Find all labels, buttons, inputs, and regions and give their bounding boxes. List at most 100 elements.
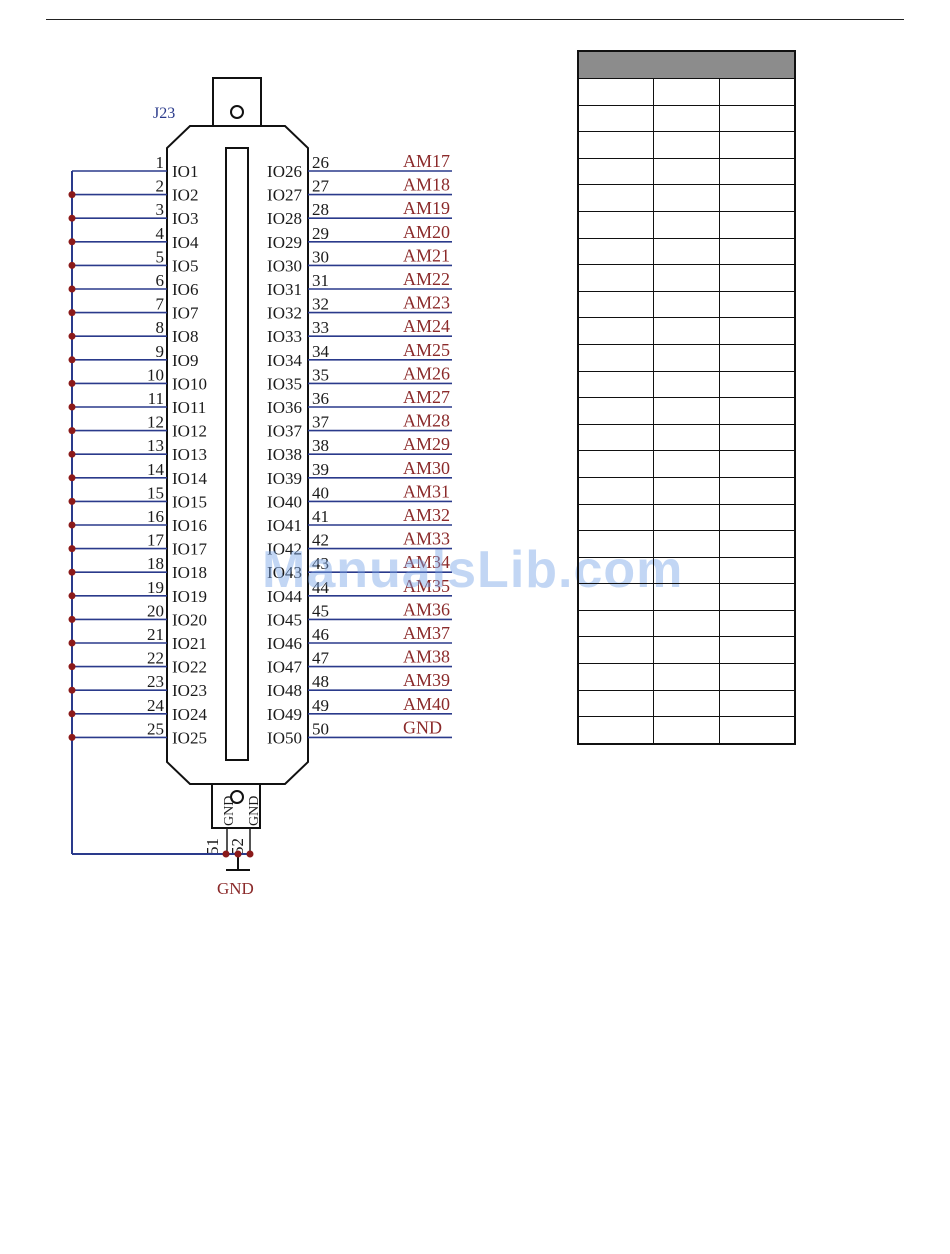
left-pin-number: 15 [147, 483, 164, 502]
table-cell [577, 663, 654, 691]
table-cell [577, 370, 654, 399]
right-pin-number: 42 [312, 531, 329, 550]
left-pin-label: IO5 [172, 256, 198, 275]
right-pin-net-label: AM20 [403, 222, 450, 242]
left-pin-number: 18 [147, 554, 164, 573]
left-pin-number: 9 [156, 342, 165, 361]
table-cell [719, 370, 796, 399]
left-pin-number: 5 [156, 247, 165, 266]
right-pin-net-label: AM38 [403, 647, 450, 667]
table-cell [653, 104, 720, 133]
right-pin-number: 34 [312, 342, 330, 361]
left-pin-label: IO6 [172, 280, 198, 299]
left-pin-number: 4 [156, 224, 165, 243]
table-cell [719, 343, 796, 372]
table-cell [719, 716, 796, 745]
left-pin-label: IO9 [172, 351, 198, 370]
left-pin-number: 1 [156, 153, 165, 172]
right-pin-net-label: AM30 [403, 458, 450, 478]
left-pin-number: 8 [156, 318, 165, 337]
table-cell [719, 423, 796, 452]
shield-pin-51-number: 51 [203, 838, 222, 855]
right-pin-label: IO46 [267, 634, 302, 653]
left-pin-label: IO16 [172, 516, 207, 535]
ground-net-label: GND [217, 879, 254, 898]
left-pin-junction-dot [68, 379, 76, 387]
table-cell [719, 636, 796, 665]
table-cell [653, 503, 720, 532]
left-pin-number: 11 [148, 389, 164, 408]
left-pin-number: 19 [147, 578, 164, 597]
right-pin-number: 29 [312, 224, 329, 243]
table-row [577, 264, 796, 292]
left-pin-number: 25 [147, 719, 164, 738]
left-pin-junction-dot [68, 427, 76, 435]
left-pin-junction-dot [68, 521, 76, 529]
right-pin-net-label: AM19 [403, 198, 450, 218]
table-cell [719, 503, 796, 532]
right-pin-group: 26IO26AM1727IO27AM1828IO28AM1929IO29AM20… [267, 151, 452, 747]
table-cell [577, 716, 654, 745]
right-pin-net-label: AM23 [403, 293, 450, 313]
table-cell [719, 450, 796, 478]
connector-ref-label: J23 [153, 105, 175, 122]
left-pin-number: 16 [147, 507, 164, 526]
left-pin-junction-dot [68, 545, 76, 553]
table-cell [653, 636, 720, 665]
table-row [577, 397, 796, 425]
left-pin-label: IO14 [172, 469, 207, 488]
left-pin-number: 20 [147, 601, 164, 620]
table-row [577, 237, 796, 266]
table-cell [719, 317, 796, 345]
table-row [577, 78, 796, 106]
table-row [577, 530, 796, 558]
left-pin-junction-dot [68, 309, 76, 317]
table-row [577, 104, 796, 133]
shield-pin-52-number: 52 [228, 838, 247, 855]
table-cell [719, 157, 796, 186]
left-pin-number: 10 [147, 365, 164, 384]
table-cell [719, 689, 796, 718]
right-pin-number: 31 [312, 271, 329, 290]
bottom-mounting-hole-icon [230, 790, 244, 804]
left-pin-junction-dot [68, 568, 76, 576]
left-pin-label: IO25 [172, 728, 207, 747]
right-pin-label: IO49 [267, 705, 302, 724]
right-pin-number: 39 [312, 460, 329, 479]
left-pin-label: IO11 [172, 398, 206, 417]
right-pin-net-label: AM33 [403, 529, 450, 549]
table-cell [719, 397, 796, 425]
left-pin-number: 14 [147, 460, 165, 479]
right-pin-label: IO29 [267, 233, 302, 252]
table-cell [577, 609, 654, 638]
table-cell [653, 609, 720, 638]
table-cell [653, 583, 720, 611]
ground-junction-dot [234, 850, 242, 858]
left-pin-label: IO7 [172, 304, 199, 323]
right-pin-number: 27 [312, 177, 330, 196]
table-cell [653, 237, 720, 266]
right-pin-net-label: GND [403, 717, 442, 737]
table-cell [577, 423, 654, 452]
right-pin-label: IO48 [267, 681, 302, 700]
right-pin-label: IO47 [267, 658, 302, 677]
table-cell [653, 423, 720, 452]
top-mounting-hole-icon [230, 105, 244, 119]
table-cell [719, 530, 796, 558]
table-cell [653, 78, 720, 106]
table-row [577, 503, 796, 532]
left-pin-junction-dot [68, 261, 76, 269]
table-cell [577, 184, 654, 212]
table-cell [719, 290, 796, 319]
right-pin-net-label: AM36 [403, 599, 450, 619]
table-cell [577, 157, 654, 186]
left-pin-label: IO19 [172, 587, 207, 606]
table-cell [719, 104, 796, 133]
right-pin-label: IO44 [267, 587, 302, 606]
table-cell [719, 131, 796, 159]
table-cell [577, 104, 654, 133]
right-pin-label: IO40 [267, 492, 302, 511]
table-cell [653, 663, 720, 691]
table-cell [653, 290, 720, 319]
